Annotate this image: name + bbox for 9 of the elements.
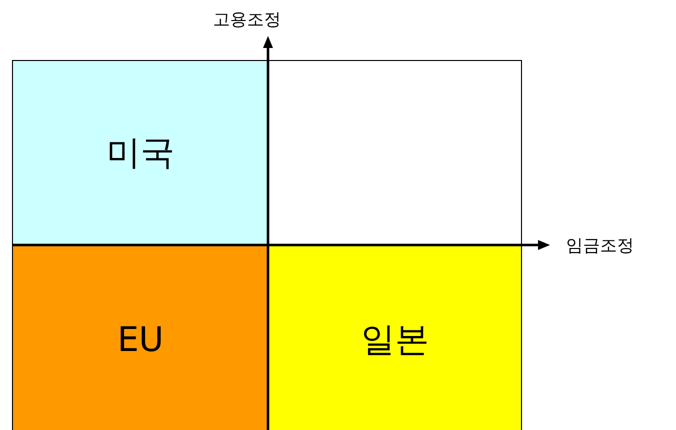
quadrant-box xyxy=(268,245,522,430)
quadrant-box xyxy=(12,60,269,246)
quadrant-box xyxy=(12,245,269,430)
quadrant-label: 미국 xyxy=(106,132,174,175)
quadrant-label: EU xyxy=(117,320,164,360)
axis-label: 임금조정 xyxy=(566,235,634,257)
axis-label: 고용조정 xyxy=(213,9,281,31)
quadrant-label: 일본 xyxy=(361,319,429,362)
quadrant-box xyxy=(268,60,522,246)
